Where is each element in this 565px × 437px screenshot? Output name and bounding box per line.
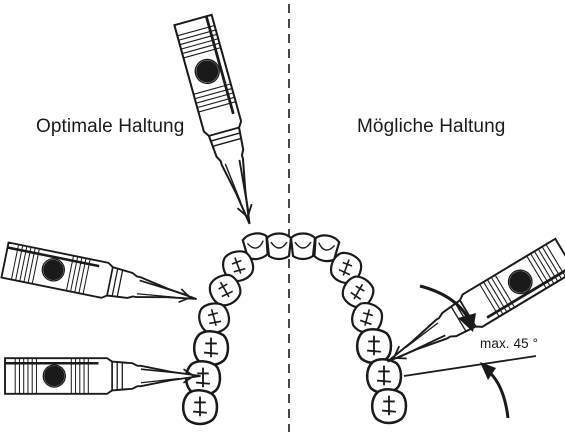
handpiece-top-icon (174, 15, 268, 229)
tooth-icon (357, 329, 391, 363)
handpiece-right-icon (378, 239, 565, 378)
tooth-icon (194, 331, 228, 365)
dental-arch (183, 232, 406, 424)
tooth-icon (267, 234, 291, 260)
handpiece-left-upper-icon (1, 243, 200, 317)
angle-arrow-lower (487, 370, 508, 418)
tooth-icon (291, 234, 315, 260)
label-optimal-position: Optimale Haltung (36, 116, 184, 138)
tooth-icon (183, 390, 217, 424)
label-max-angle: max. 45 ° (480, 336, 538, 351)
handpiece-left-lower-icon (5, 358, 201, 394)
reference-line (404, 356, 536, 376)
tooth-icon (372, 389, 406, 423)
label-possible-position: Mögliche Haltung (357, 116, 505, 138)
tooth-icon (367, 359, 401, 393)
